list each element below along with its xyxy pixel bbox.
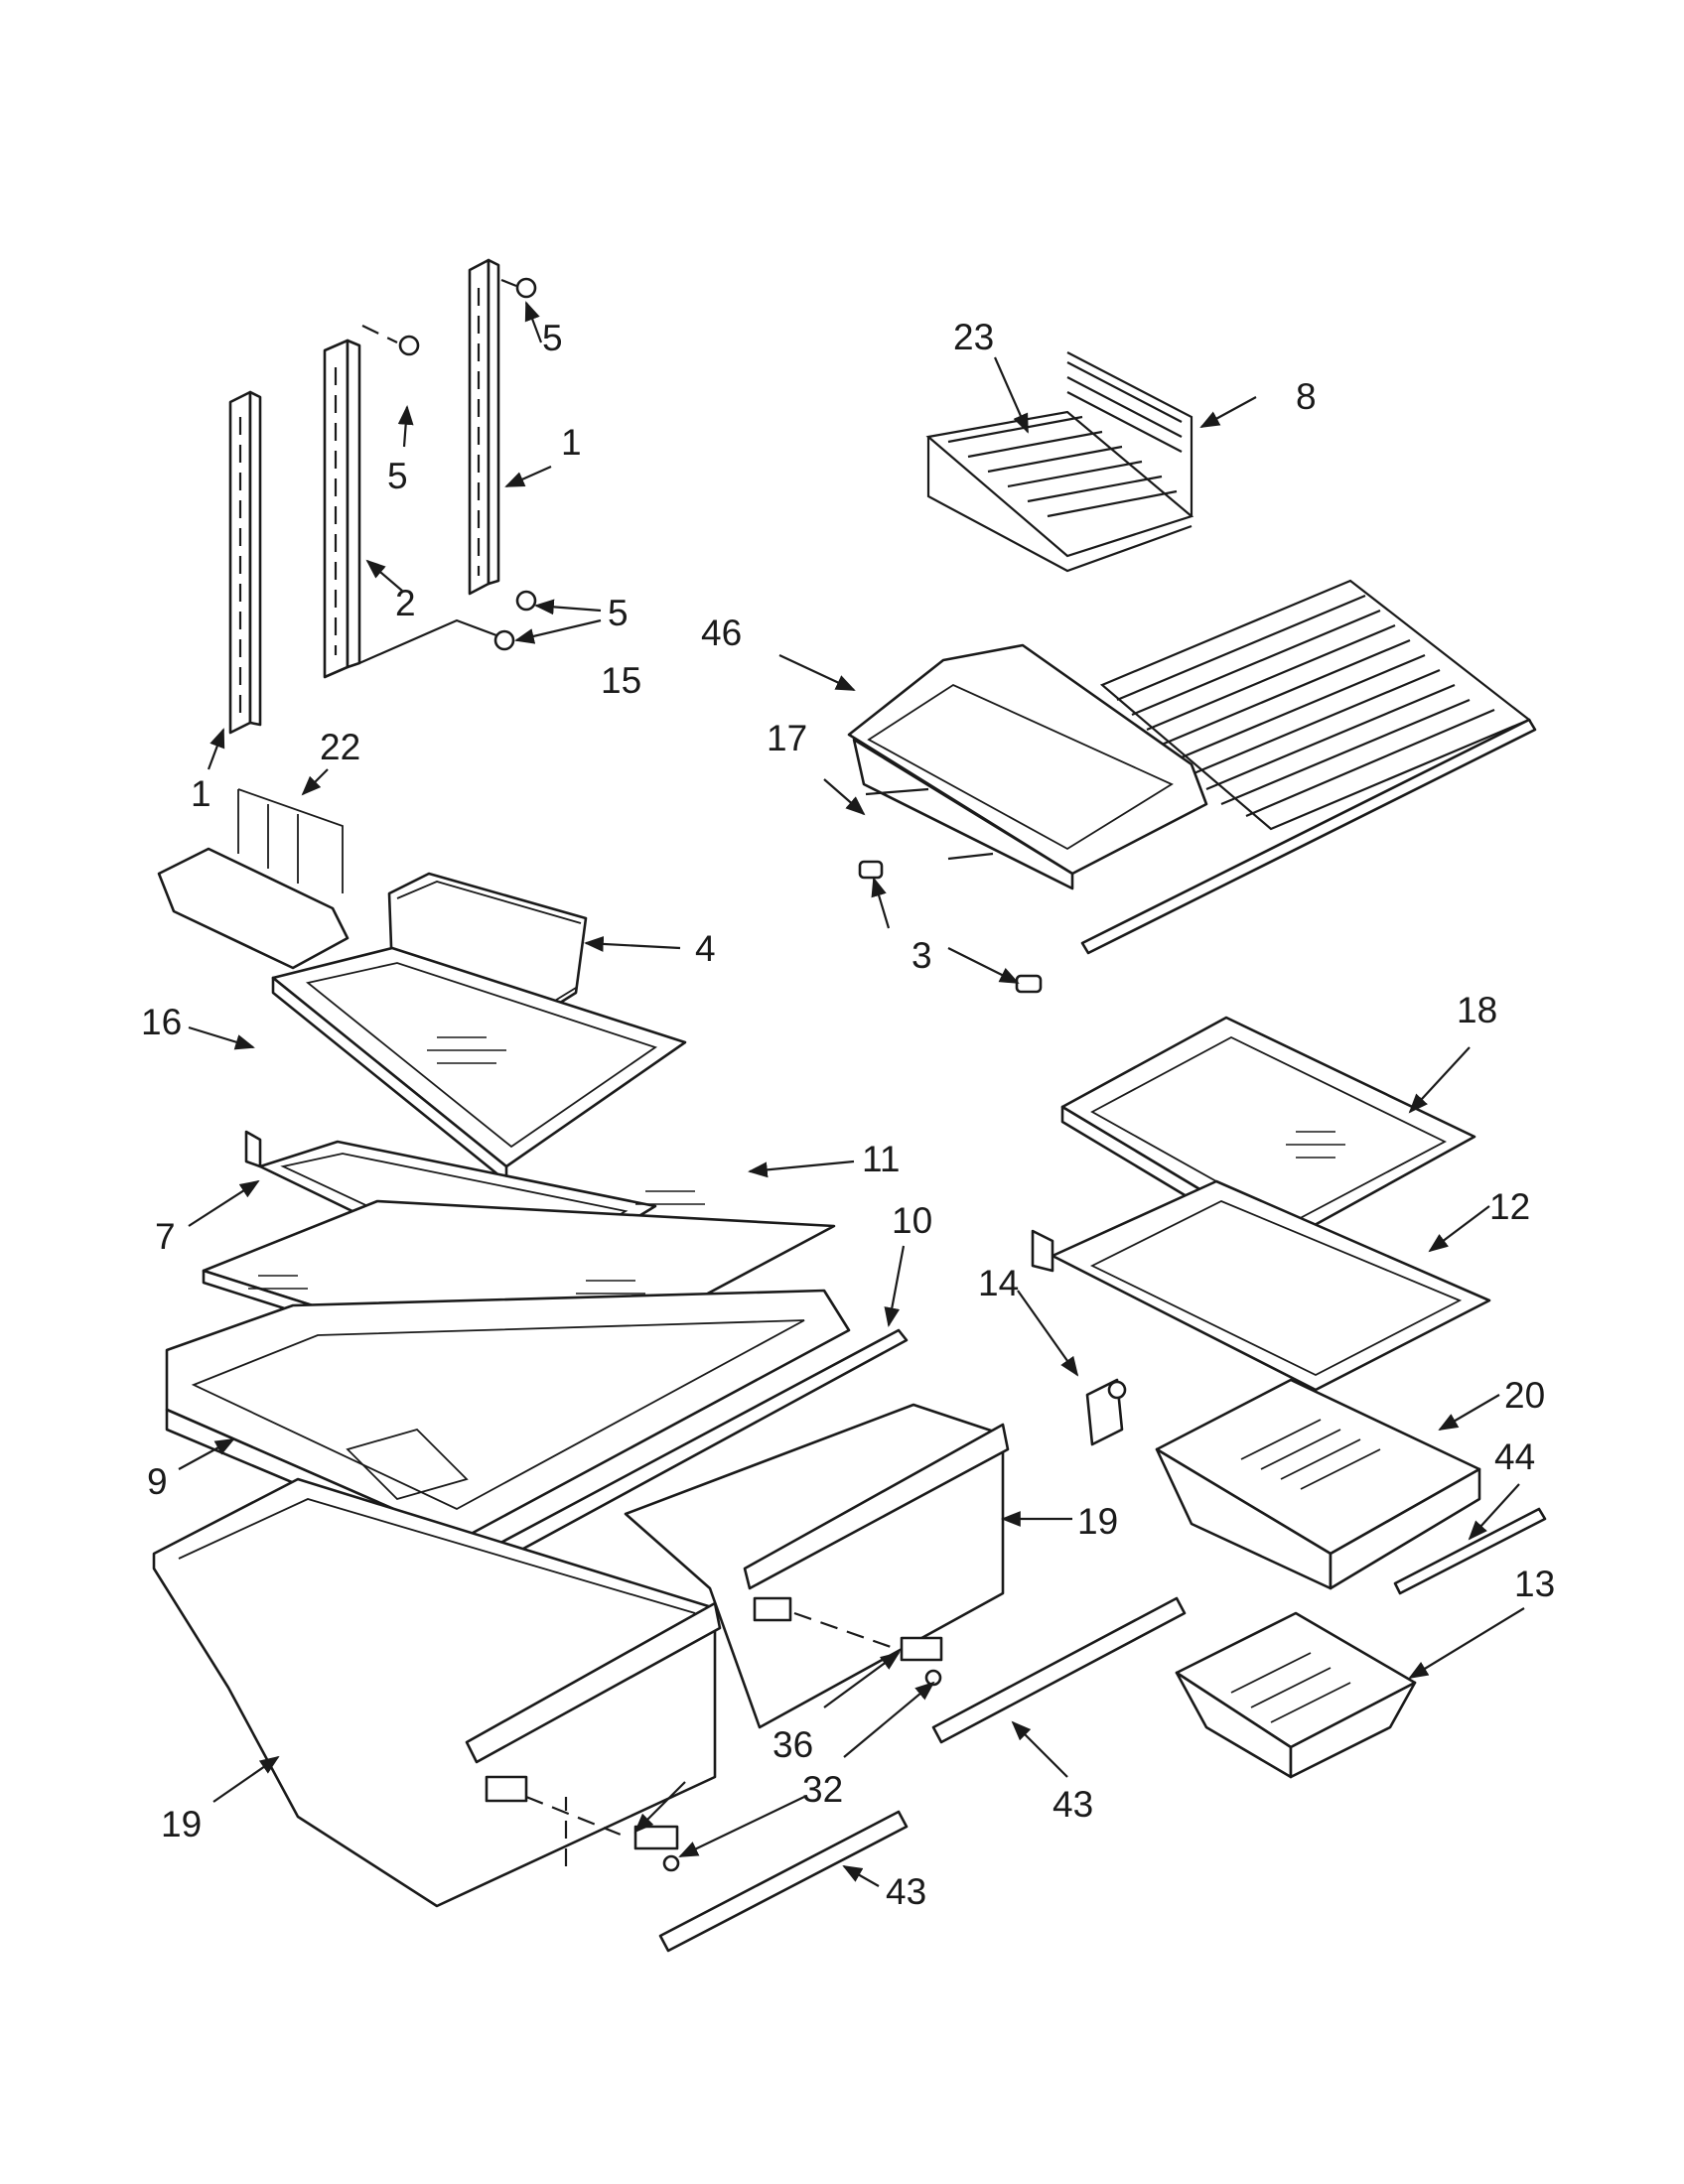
callout-5-top: 5: [542, 318, 563, 358]
ladder-rail-right: [468, 258, 500, 596]
crisper-drawer-right: [624, 1403, 1010, 1729]
callout-22: 22: [320, 727, 360, 767]
callout-9: 9: [147, 1461, 168, 1502]
callout-1-left: 1: [191, 773, 211, 814]
leader-lines: [178, 301, 1525, 1887]
can-holder: [157, 788, 350, 970]
callout-1-top: 1: [561, 422, 582, 463]
callout-labels: 23 8 5 5 1 2 5 15 46 17 1 22 4 3 16 18 1…: [141, 317, 1555, 1912]
callout-44: 44: [1494, 1436, 1535, 1477]
callout-19-left: 19: [161, 1804, 202, 1844]
pan-46: [847, 643, 1208, 890]
callout-43-left: 43: [886, 1871, 926, 1912]
callout-32: 32: [802, 1769, 843, 1810]
callout-16: 16: [141, 1002, 182, 1042]
bracket-14: [1085, 1378, 1127, 1446]
callout-7: 7: [155, 1216, 176, 1257]
glass-shelf-16: [271, 946, 687, 1183]
shelf-frame-12: [1031, 1179, 1491, 1392]
wire-shelf: [1080, 579, 1537, 955]
callout-5-mid: 5: [387, 456, 408, 496]
callout-5-bottom: 5: [608, 593, 629, 633]
callout-13: 13: [1514, 1564, 1555, 1604]
callout-43-right: 43: [1052, 1784, 1093, 1825]
callout-46: 46: [701, 613, 742, 653]
callout-17: 17: [767, 718, 807, 758]
callout-11: 11: [862, 1139, 900, 1179]
callout-2: 2: [395, 583, 416, 623]
callout-3: 3: [912, 935, 932, 976]
wire-basket: [925, 351, 1194, 573]
screws: [358, 277, 537, 665]
crisper-drawer-left: [152, 1477, 722, 1908]
callout-12: 12: [1489, 1186, 1530, 1227]
callout-20: 20: [1504, 1375, 1545, 1416]
callout-10: 10: [892, 1200, 932, 1241]
pins-17: [865, 787, 994, 861]
callout-14: 14: [978, 1263, 1019, 1303]
callout-19-right: 19: [1077, 1501, 1118, 1542]
meat-pan-20: [1155, 1378, 1481, 1590]
callout-4: 4: [695, 928, 716, 969]
trim-strip-44: [1393, 1507, 1547, 1595]
callout-15: 15: [601, 660, 641, 701]
ladder-rail-left: [228, 390, 262, 735]
trim-strip-43-left: [658, 1810, 909, 1953]
crisper-pan-13: [1175, 1611, 1417, 1779]
ladder-rail-center: [323, 339, 361, 679]
callout-8: 8: [1296, 376, 1317, 417]
trim-strip-43-right: [931, 1596, 1187, 1744]
callout-18: 18: [1457, 990, 1497, 1030]
supports-3: [858, 860, 1043, 994]
callout-23: 23: [953, 317, 994, 357]
callout-36: 36: [772, 1724, 813, 1765]
